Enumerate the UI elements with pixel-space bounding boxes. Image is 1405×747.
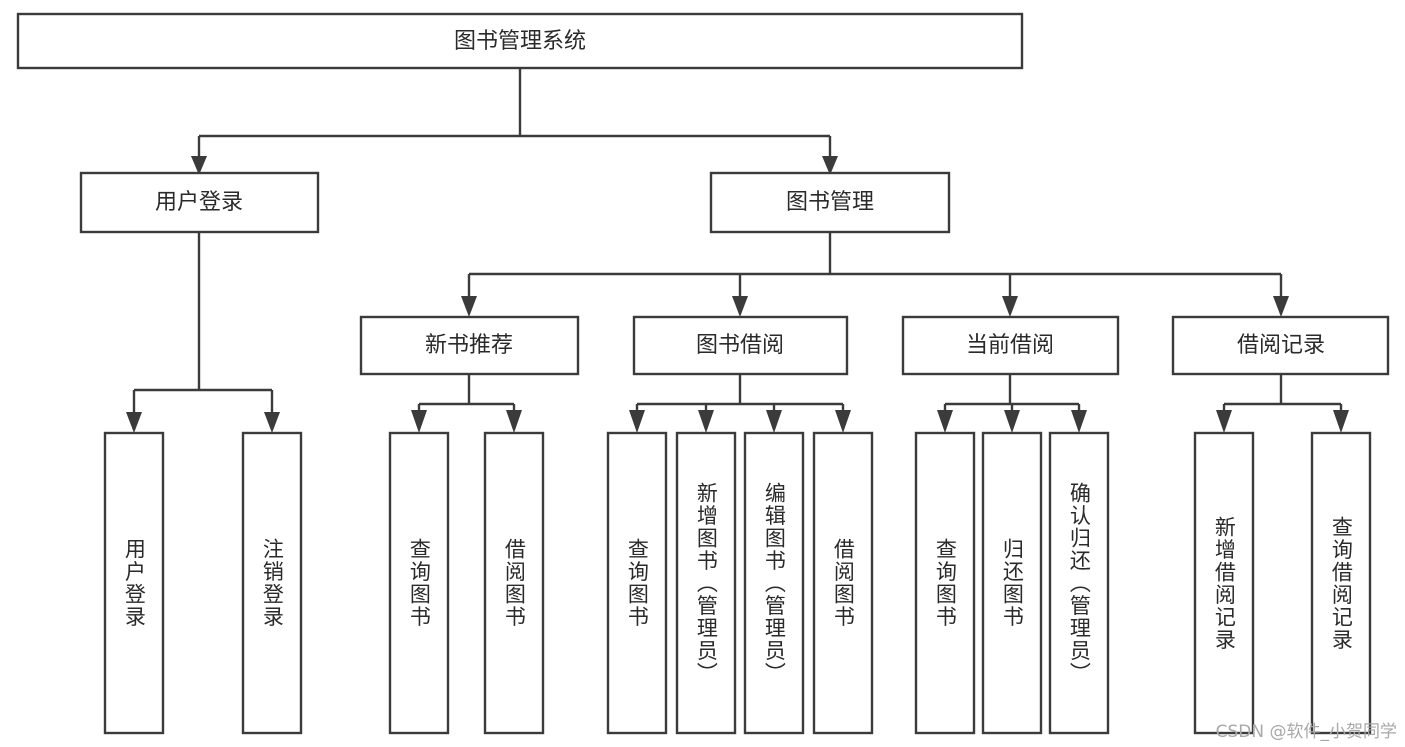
arrow-borrow-record-leaf-2: [1333, 410, 1349, 433]
node-box-leaf-user-login-2[interactable]: [241, 431, 303, 735]
node-box-leaf-borrow-record-2[interactable]: [1310, 431, 1372, 735]
connector-group-book-mgmt: [461, 232, 1289, 317]
arrow-current-borrow-leaf-2: [1004, 410, 1020, 433]
arrow-borrow-record-leaf-1: [1216, 410, 1232, 433]
node-box-current-borrow[interactable]: [901, 315, 1120, 376]
node-box-leaf-new-book-2[interactable]: [483, 431, 545, 735]
node-label-book-management: 图书管理: [786, 190, 874, 215]
node-label-root: 图书管理系统: [454, 29, 586, 54]
arrow-current-borrow-leaf-3: [1071, 410, 1087, 433]
node-label-user-login: 用户登录: [155, 190, 243, 215]
node-label-current-borrow: 当前借阅: [966, 333, 1054, 358]
arrow-root-to-book-mgmt: [822, 156, 838, 175]
connector-group-root: [191, 68, 838, 175]
arrow-book-mgmt-child-3: [1002, 296, 1018, 317]
arrow-new-book-leaf-2: [506, 410, 522, 433]
node-box-leaf-book-borrow-3[interactable]: [743, 431, 805, 735]
connector-group-new-book: [411, 374, 522, 433]
node-box-root[interactable]: [16, 12, 1024, 70]
connector-group-borrow-record: [1216, 374, 1349, 433]
watermark-text: CSDN @软件_小贺同学: [1215, 722, 1397, 742]
connector-group-current-borrow: [937, 374, 1087, 433]
node-label-new-book-recommend: 新书推荐: [425, 333, 513, 358]
arrow-user-login-leaf-2: [264, 412, 280, 433]
node-box-borrow-record[interactable]: [1171, 315, 1390, 376]
arrow-new-book-leaf-1: [411, 410, 427, 433]
arrow-book-borrow-leaf-4: [835, 410, 851, 433]
node-box-user-login[interactable]: [79, 171, 320, 234]
node-label-book-borrow: 图书借阅: [696, 333, 784, 358]
arrow-root-to-user-login: [191, 156, 207, 175]
arrow-book-mgmt-child-1: [461, 296, 477, 317]
arrow-book-borrow-leaf-3: [766, 410, 782, 433]
arrow-book-mgmt-child-2: [732, 296, 748, 317]
node-box-leaf-user-login-1[interactable]: [103, 431, 165, 735]
node-box-leaf-current-borrow-3[interactable]: [1048, 431, 1110, 735]
node-box-leaf-book-borrow-2[interactable]: [675, 431, 737, 735]
node-box-leaf-current-borrow-2[interactable]: [981, 431, 1043, 735]
node-box-leaf-borrow-record-1[interactable]: [1193, 431, 1255, 735]
node-box-book-management[interactable]: [709, 171, 951, 234]
node-box-new-book-recommend[interactable]: [359, 315, 580, 376]
arrow-book-borrow-leaf-2: [698, 410, 714, 433]
arrow-book-borrow-leaf-1: [629, 410, 645, 433]
node-box-leaf-book-borrow-1[interactable]: [606, 431, 668, 735]
arrow-book-mgmt-child-4: [1273, 296, 1289, 317]
node-box-leaf-new-book-1[interactable]: [388, 431, 450, 735]
node-box-book-borrow[interactable]: [632, 315, 849, 376]
node-label-borrow-record: 借阅记录: [1237, 333, 1325, 358]
arrow-user-login-leaf-1: [126, 412, 142, 433]
arrow-current-borrow-leaf-1: [937, 410, 953, 433]
connector-group-book-borrow: [629, 374, 851, 433]
connector-group-user-login: [126, 232, 280, 433]
node-box-leaf-current-borrow-1[interactable]: [914, 431, 976, 735]
node-box-leaf-book-borrow-4[interactable]: [812, 431, 874, 735]
